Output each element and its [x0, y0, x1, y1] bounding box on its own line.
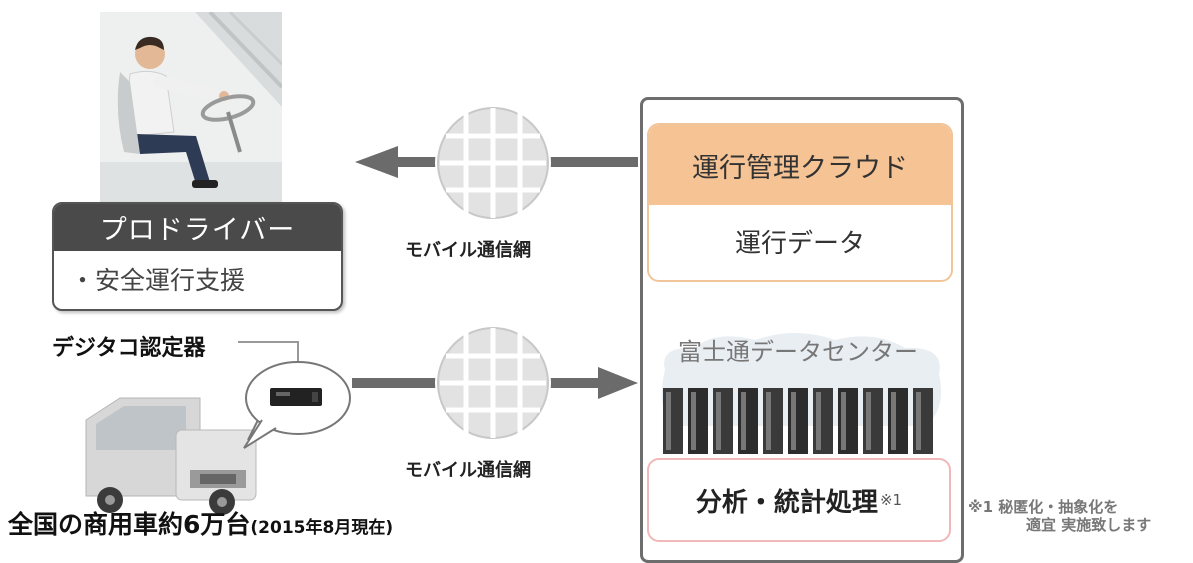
network-label-top: モバイル通信網: [405, 240, 531, 261]
device-bubble: [243, 361, 351, 449]
globe-icon-bottom: [435, 325, 551, 441]
footnote-line1: ※1 秘匿化・抽象化を: [968, 498, 1119, 516]
connector-layer: [85, 105, 638, 515]
truck-illustration: [85, 397, 257, 515]
analysis-footnote-mark: ※1: [879, 491, 903, 509]
downlink-arrowhead: [355, 146, 398, 178]
driver-item-safety: ・安全運行支援: [70, 266, 246, 295]
analysis-label: 分析・統計処理: [695, 487, 878, 518]
globe-icon-top: [435, 105, 551, 221]
driver-illustration: [100, 12, 282, 212]
cloud-title: 運行管理クラウド: [649, 125, 951, 205]
driver-title: プロドライバー: [54, 204, 341, 251]
driver-card: プロドライバー ・安全運行支援: [52, 202, 343, 311]
operation-cloud-box: 運行管理クラウド 運行データ: [647, 123, 953, 282]
truck-count: 全国の商用車約6万台: [8, 510, 251, 539]
footnote: ※1 秘匿化・抽象化を 適宜 実施致します: [968, 498, 1188, 534]
truck-label: 全国の商用車約6万台(2015年8月現在): [8, 505, 393, 541]
footnote-line2: 適宜 実施致します: [1026, 516, 1152, 534]
operation-data-label: 運行データ: [734, 229, 865, 259]
datacenter-title: 富士通データセンター: [678, 338, 918, 366]
server-rack-icon: [661, 333, 942, 454]
uplink-arrowhead: [598, 367, 638, 399]
analysis-box: 分析・統計処理※1: [647, 458, 951, 542]
network-label-bottom: モバイル通信網: [405, 460, 531, 481]
device-label: デジタコ認定器: [52, 336, 206, 361]
truck-date-note: (2015年8月現在): [250, 518, 394, 538]
